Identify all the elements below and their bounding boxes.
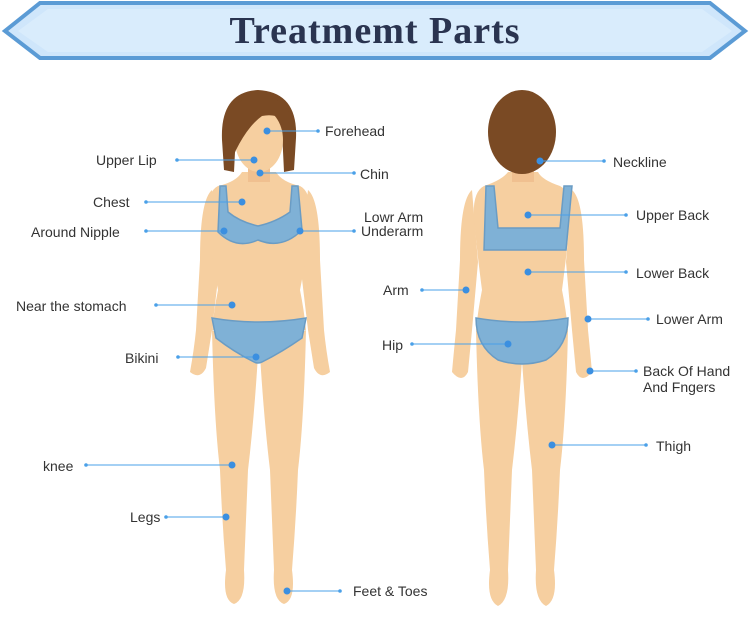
marker-near-stomach — [229, 302, 236, 309]
marker-lower-arm — [585, 316, 592, 323]
marker-thigh — [549, 442, 556, 449]
label-near-stomach: Near the stomach — [16, 298, 127, 314]
label-lower-back: Lower Back — [636, 265, 709, 281]
label-chest: Chest — [93, 194, 130, 210]
label-neckline: Neckline — [613, 154, 667, 170]
marker-bikini — [253, 354, 260, 361]
marker-forehead — [264, 128, 271, 135]
marker-chin — [257, 170, 264, 177]
marker-underarm — [297, 228, 304, 235]
marker-arm — [463, 287, 470, 294]
marker-chest — [239, 199, 246, 206]
label-arm: Arm — [383, 282, 409, 298]
label-upper-lip: Upper Lip — [96, 152, 157, 168]
marker-lower-back — [525, 269, 532, 276]
label-knee: knee — [43, 458, 73, 474]
label-back-of-hand: Back Of Hand And Fngers — [643, 363, 750, 395]
label-thigh: Thigh — [656, 438, 691, 454]
label-upper-back: Upper Back — [636, 207, 709, 223]
label-feet-toes: Feet & Toes — [353, 583, 427, 599]
marker-legs — [223, 514, 230, 521]
label-legs: Legs — [130, 509, 160, 525]
marker-feet-toes — [284, 588, 291, 595]
label-hip: Hip — [382, 337, 403, 353]
marker-around-nipple — [221, 228, 228, 235]
marker-back-of-hand — [587, 368, 594, 375]
label-underarm: Underarm — [361, 223, 423, 239]
label-chin: Chin — [360, 166, 389, 182]
marker-upper-lip — [251, 157, 258, 164]
label-bikini: Bikini — [125, 350, 158, 366]
marker-knee — [229, 462, 236, 469]
label-lower-arm: Lower Arm — [656, 311, 723, 327]
marker-upper-back — [525, 212, 532, 219]
marker-hip — [505, 341, 512, 348]
label-forehead: Forehead — [325, 123, 385, 139]
marker-neckline — [537, 158, 544, 165]
front-figure — [190, 90, 330, 604]
label-around-nipple: Around Nipple — [31, 224, 120, 240]
back-figure — [452, 90, 592, 606]
